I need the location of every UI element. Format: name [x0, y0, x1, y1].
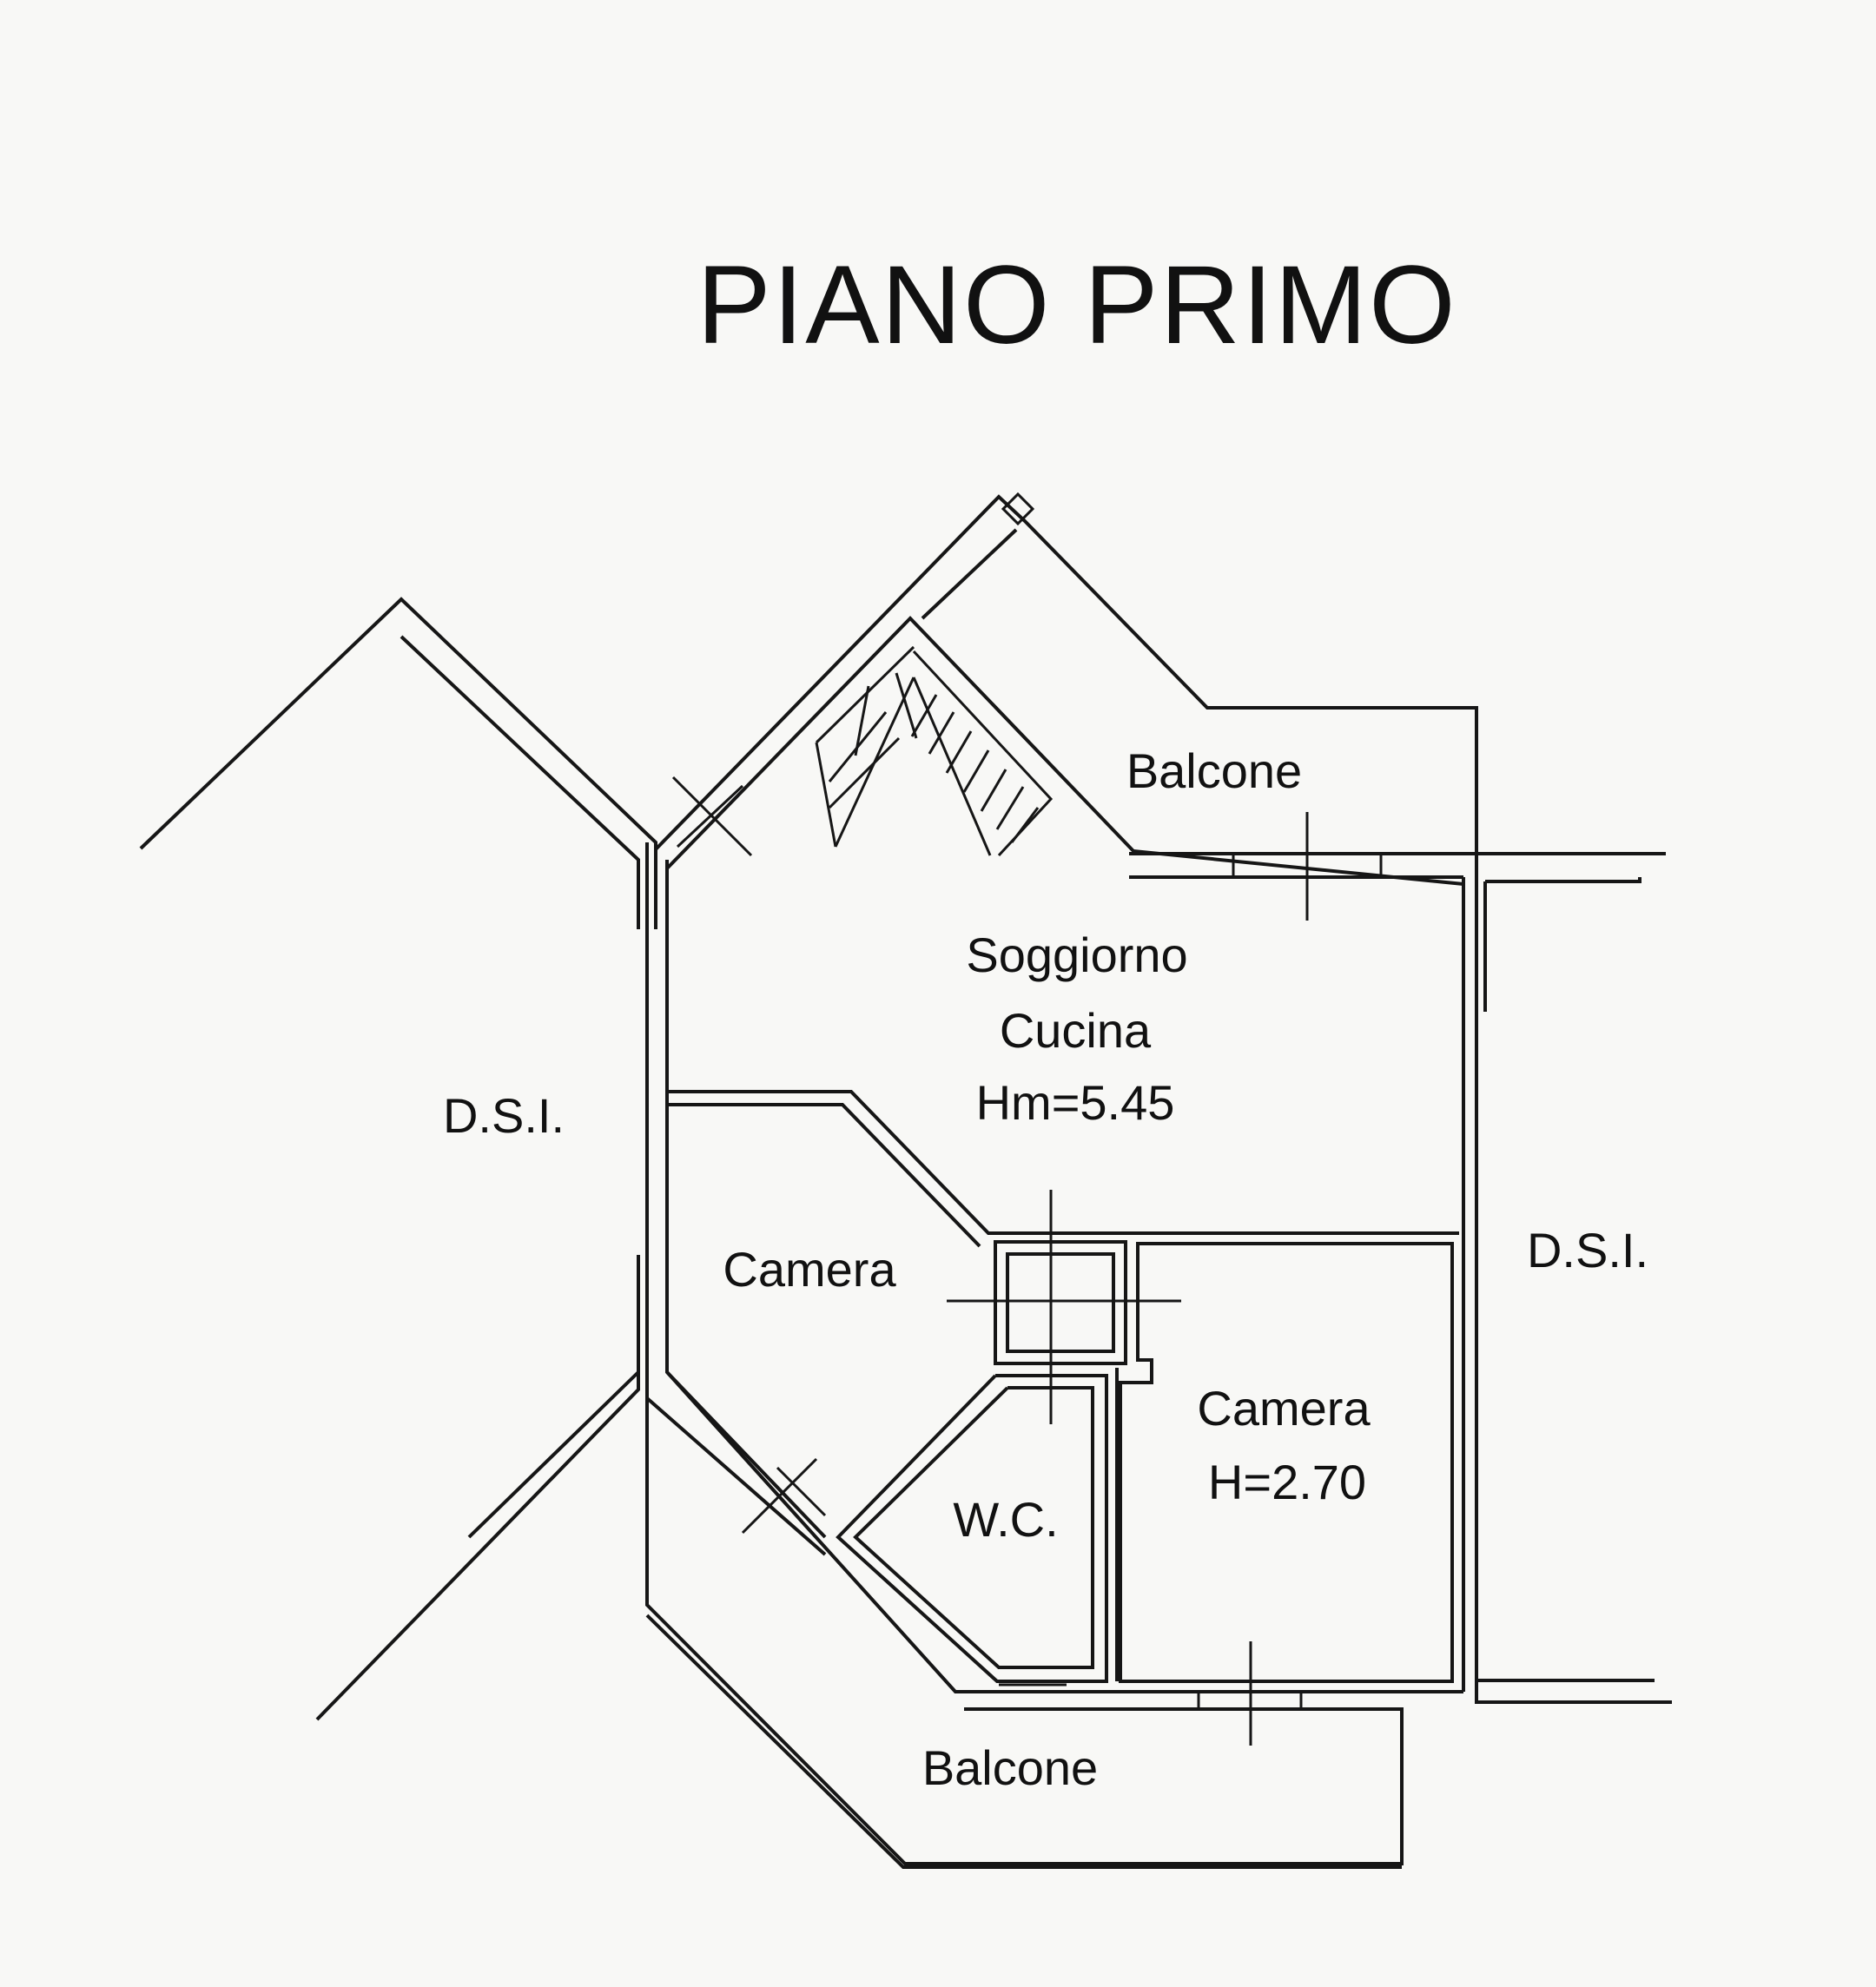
room-label-camera-right: Camera: [1197, 1381, 1371, 1436]
room-label-soggiorno: Soggiorno: [966, 927, 1188, 982]
window-marks: [671, 776, 1383, 1746]
neighbor-wall-left-bottom: [315, 1255, 640, 1721]
neighbor-wall-left-top-inner: [400, 635, 640, 929]
neighbor-label-right: D.S.I.: [1526, 1223, 1649, 1277]
wall-camera-left-top: [667, 1090, 1459, 1235]
room-height-soggiorno: Hm=5.45: [975, 1075, 1175, 1130]
wall-hall-box: [994, 1240, 1127, 1365]
room-label-camera-left: Camera: [723, 1242, 896, 1297]
main-perimeter-inner: [665, 860, 1463, 1693]
neighbor-label-left: D.S.I.: [442, 1088, 565, 1143]
roof-left-slope-inner: [665, 616, 1464, 886]
main-perimeter-outer: [645, 842, 1404, 1865]
room-height-camera-right: H=2.70: [1207, 1455, 1367, 1509]
wall-camera-left-bottom-2: [645, 1396, 827, 1556]
wall-camera-right: [1119, 1242, 1454, 1683]
neighbor-wall-right-bottom: [1475, 1572, 1672, 1704]
chimney: [1001, 492, 1035, 526]
wall-wc-inner: [853, 1386, 1094, 1669]
room-label-wc: W.C.: [953, 1492, 1059, 1547]
wall-camera-left-bottom: [665, 1370, 827, 1539]
right-exterior-wall: [1475, 708, 1672, 1704]
page-title: PIANO PRIMO: [697, 243, 1457, 367]
wall-hall-box-inner: [1006, 1252, 1115, 1353]
staircase: [815, 645, 1054, 857]
roof-left-slope: [654, 494, 1478, 860]
neighbor-wall-left-top: [139, 597, 657, 929]
neighbor-wall-left-bottom-outer: [467, 1370, 640, 1539]
balcony-bottom-edge: [645, 1614, 1402, 1869]
wall-wc: [836, 1374, 1108, 1683]
wall-camera-left-top-inner: [667, 1103, 981, 1248]
room-label-cucina: Cucina: [999, 1003, 1152, 1058]
neighbor-wall-right-top: [1476, 852, 1666, 1012]
room-label-balcone-bottom: Balcone: [921, 1740, 1099, 1795]
balcony-top-inner: [921, 528, 1018, 620]
room-label-balcone-top: Balcone: [1126, 743, 1303, 798]
